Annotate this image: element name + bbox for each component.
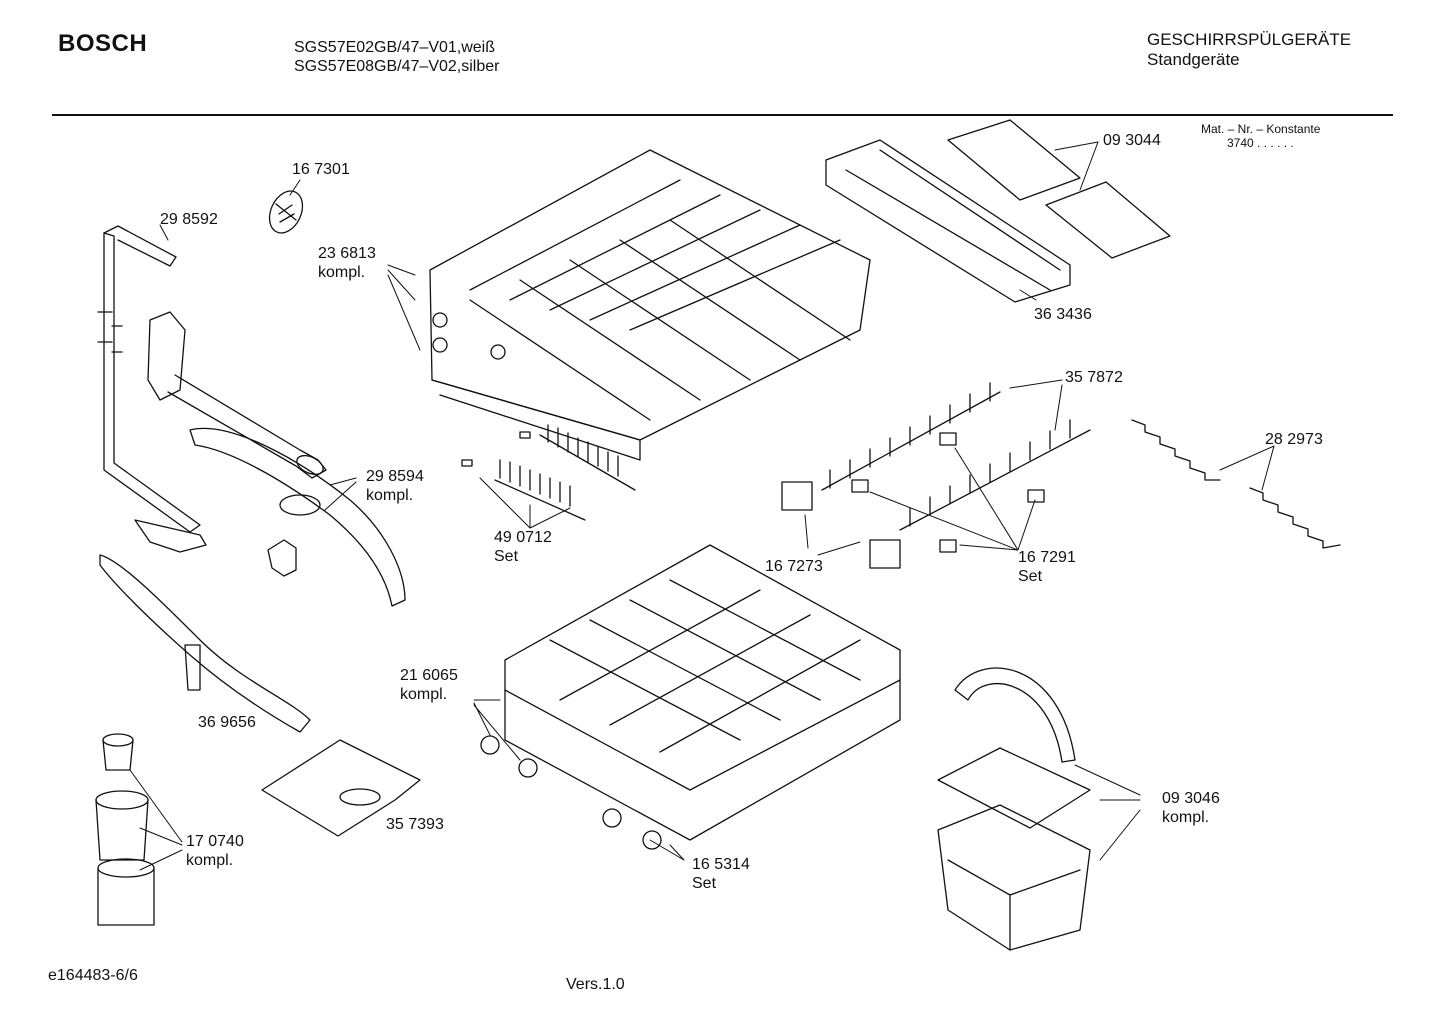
part-number: 28 2973 bbox=[1265, 431, 1323, 448]
part-note: kompl. bbox=[1162, 809, 1210, 827]
upper-spray-arm-part bbox=[190, 428, 405, 606]
cover-plate-part bbox=[262, 740, 420, 836]
part-label-167291: 16 7291 Set bbox=[1018, 548, 1076, 586]
part-number: 36 3436 bbox=[1034, 306, 1092, 323]
part-label-282973: 28 2973 bbox=[1265, 430, 1323, 449]
hinge-strip-part bbox=[1132, 420, 1340, 548]
category-subtitle: Standgeräte bbox=[1147, 50, 1240, 70]
part-label-167301: 16 7301 bbox=[292, 160, 350, 179]
part-number: 09 3046 bbox=[1162, 790, 1220, 807]
part-label-093046: 09 3046 kompl. bbox=[1162, 789, 1220, 827]
round-filter-part bbox=[263, 186, 309, 239]
part-label-298592: 29 8592 bbox=[160, 210, 218, 229]
part-note: kompl. bbox=[366, 487, 414, 505]
lower-basket-part bbox=[481, 545, 900, 849]
supply-pipe-part bbox=[98, 226, 206, 552]
part-label-170740: 17 0740 kompl. bbox=[186, 832, 244, 870]
part-label-167273: 16 7273 bbox=[765, 557, 823, 576]
model-line-2: SGS57E08GB/47–V02,silber bbox=[294, 58, 500, 76]
part-label-298594: 29 8594 kompl. bbox=[366, 467, 424, 505]
appliance-category: GESCHIRRSPÜLGERÄTE Standgeräte bbox=[1147, 30, 1351, 71]
part-note: kompl. bbox=[318, 264, 366, 282]
upper-basket-part bbox=[430, 150, 870, 460]
part-number: 23 6813 bbox=[318, 245, 376, 262]
leader-lines bbox=[130, 142, 1274, 870]
part-number: 09 3044 bbox=[1103, 132, 1161, 149]
material-constant: Mat. – Nr. – Konstante 3740 . . . . . . bbox=[1201, 122, 1320, 151]
lower-spray-arm-part bbox=[100, 555, 310, 732]
part-number: 35 7872 bbox=[1065, 369, 1123, 386]
part-label-363436: 36 3436 bbox=[1034, 305, 1092, 324]
upper-supply-pipe-part bbox=[148, 312, 326, 478]
part-label-357393: 35 7393 bbox=[386, 815, 444, 834]
part-label-236813: 23 6813 kompl. bbox=[318, 244, 376, 282]
part-label-490712: 49 0712 Set bbox=[494, 528, 552, 566]
model-list: SGS57E02GB/47–V01,weiß SGS57E08GB/47–V02… bbox=[294, 38, 499, 76]
category-title: GESCHIRRSPÜLGERÄTE bbox=[1147, 30, 1352, 49]
part-number: 29 8592 bbox=[160, 211, 218, 228]
tine-strip-part bbox=[462, 425, 635, 520]
cutlery-basket-part bbox=[938, 668, 1090, 950]
part-number: 36 9656 bbox=[198, 714, 256, 731]
tine-rack-part bbox=[822, 383, 1090, 530]
part-note: kompl. bbox=[400, 686, 448, 704]
model-line-1: SGS57E02GB/47–V01,weiß bbox=[294, 39, 496, 56]
version-label: Vers.1.0 bbox=[566, 976, 625, 993]
part-number: 16 7273 bbox=[765, 558, 823, 575]
cutlery-tray-part bbox=[826, 120, 1170, 302]
part-number: 17 0740 bbox=[186, 833, 244, 850]
constant-value: 3740 . . . . . . bbox=[1227, 136, 1294, 151]
part-number: 16 7291 bbox=[1018, 549, 1076, 566]
part-number: 29 8594 bbox=[366, 468, 424, 485]
part-note: Set bbox=[692, 875, 717, 893]
constant-label: Mat. – Nr. – Konstante bbox=[1201, 122, 1321, 136]
part-note: Set bbox=[494, 548, 519, 566]
part-label-357872: 35 7872 bbox=[1065, 368, 1123, 387]
part-label-093044: 09 3044 bbox=[1103, 131, 1161, 150]
clip-parts bbox=[782, 433, 1044, 568]
brand-logo: BOSCH bbox=[58, 30, 148, 57]
part-note: kompl. bbox=[186, 852, 234, 870]
part-number: 16 7301 bbox=[292, 161, 350, 178]
part-number: 21 6065 bbox=[400, 667, 458, 684]
part-number: 16 5314 bbox=[692, 856, 750, 873]
filter-assembly-part bbox=[96, 734, 154, 925]
part-label-369656: 36 9656 bbox=[198, 713, 256, 732]
part-number: 35 7393 bbox=[386, 816, 444, 833]
part-label-165314: 16 5314 Set bbox=[692, 855, 750, 893]
drawing-id: e164483-6/6 bbox=[48, 967, 138, 984]
part-label-216065: 21 6065 kompl. bbox=[400, 666, 458, 704]
part-note: Set bbox=[1018, 568, 1043, 586]
part-number: 49 0712 bbox=[494, 529, 552, 546]
header-divider bbox=[52, 114, 1393, 116]
